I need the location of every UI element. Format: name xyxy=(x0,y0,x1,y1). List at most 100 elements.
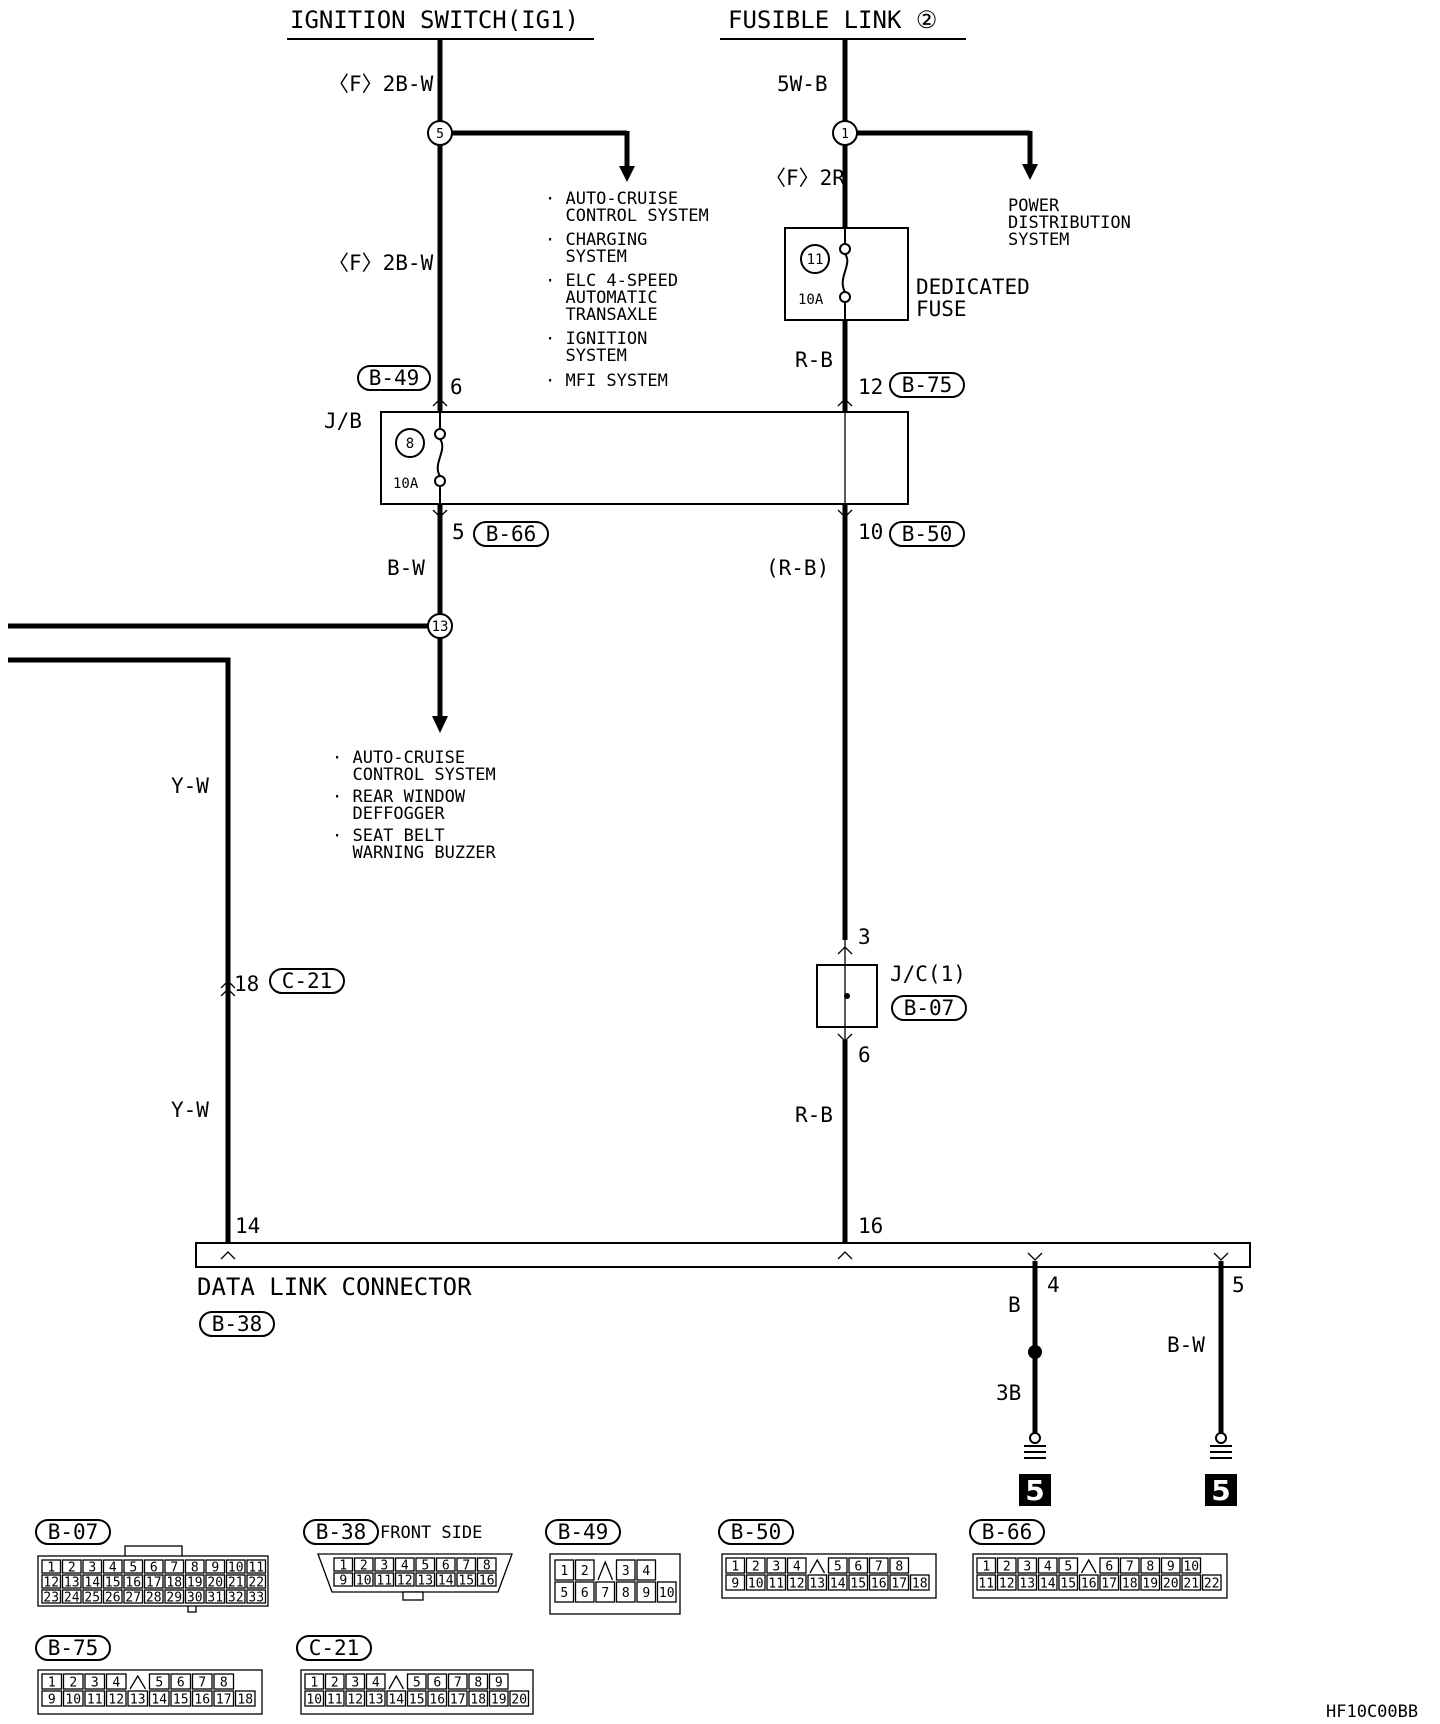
connector-pin-cell xyxy=(807,1574,828,1591)
connector-pin-number: 1 xyxy=(731,1560,739,1575)
pin-dlc-14: 14 xyxy=(235,1214,260,1238)
connector-pin-cell xyxy=(656,1581,677,1603)
connector-pin-number: 19 xyxy=(187,1576,203,1591)
connector-pin-number: 21 xyxy=(228,1576,244,1591)
connector-pin-number: 3 xyxy=(351,1676,359,1691)
connector-pin-cell xyxy=(123,1574,144,1589)
connector-pin-cell xyxy=(143,1589,164,1604)
connector-pin-number: 12 xyxy=(108,1693,124,1708)
pin-b75: 12 xyxy=(858,375,883,399)
connector-pin-cell xyxy=(61,1574,82,1589)
conn-ref-b49-frame xyxy=(357,365,431,391)
connector-pin-cell xyxy=(415,1572,436,1587)
ground-point-num: 5 xyxy=(1211,1474,1230,1507)
connector-b66-ref-frame xyxy=(969,1519,1045,1545)
connector-pin-number: 12 xyxy=(347,1693,363,1708)
connector-b38-key xyxy=(402,1591,424,1601)
connector-pin-number: 9 xyxy=(495,1676,503,1691)
diagram-code: HF10C00BB xyxy=(1326,1702,1418,1722)
connector-pin-number: 25 xyxy=(84,1591,100,1606)
connector-pin-cell xyxy=(123,1589,144,1604)
connector-pin-number: 16 xyxy=(479,1574,495,1589)
connector-pin-number: 20 xyxy=(1163,1577,1179,1592)
connector-pin-number: 1 xyxy=(339,1559,347,1574)
connector-pin-number: 8 xyxy=(895,1560,903,1575)
connector-pin-number: 22 xyxy=(248,1576,264,1591)
connector-pin-number: 14 xyxy=(151,1693,167,1708)
connector-pin-cell xyxy=(374,1557,395,1572)
connector-pin-number: 10 xyxy=(659,1586,675,1601)
connector-pin-number: 4 xyxy=(793,1560,801,1575)
connector-pin-cell xyxy=(127,1690,149,1707)
splice-13-num: 13 xyxy=(432,619,449,635)
connector-pin-cell xyxy=(164,1589,185,1604)
connector-pin-cell xyxy=(406,1690,427,1707)
pin-dlc-5: 5 xyxy=(1232,1273,1245,1297)
branch-ig-line: AUTOMATIC xyxy=(545,288,658,308)
connector-pin-number: 13 xyxy=(809,1577,825,1592)
pin-jc-out: 6 xyxy=(858,1043,871,1067)
connector-pin-cell xyxy=(225,1559,246,1574)
connector-pin-cell xyxy=(123,1559,144,1574)
connector-pin-number: 5 xyxy=(834,1560,842,1575)
connector-pin-cell xyxy=(615,1559,636,1581)
connector-pin-cell xyxy=(205,1559,226,1574)
splice-5 xyxy=(427,120,453,146)
connector-pin-cell xyxy=(105,1673,127,1690)
connector-pin-cell xyxy=(745,1574,766,1591)
conn-ref-b50: B-50 xyxy=(902,522,953,546)
ground-point-num: 5 xyxy=(1025,1474,1044,1507)
connector-pin-number: 6 xyxy=(433,1676,441,1691)
connector-pin-cell xyxy=(225,1574,246,1589)
conn-ref-c21-frame xyxy=(269,968,345,994)
connector-b49-ref-frame xyxy=(545,1519,621,1545)
branch-ig-line: CONTROL SYSTEM xyxy=(545,206,709,226)
branch-13-line: DEFFOGGER xyxy=(332,804,445,824)
connector-pin-number: 4 xyxy=(372,1676,380,1691)
ground-symbol-2 xyxy=(1210,1432,1232,1459)
wire-label-fl-top: 5W-B xyxy=(777,72,828,96)
connector-pin-cell xyxy=(976,1557,997,1574)
connector-pin-number: 9 xyxy=(731,1577,739,1592)
connector-pin-number: 16 xyxy=(125,1576,141,1591)
connector-pin-cell xyxy=(170,1690,192,1707)
connector-b07-ref: B-07 xyxy=(48,1520,99,1544)
conn-ref-b75: B-75 xyxy=(902,373,953,397)
connector-pin-number: 6 xyxy=(150,1561,158,1576)
connector-pin-number: 10 xyxy=(65,1693,81,1708)
connector-pin-cell xyxy=(333,1557,354,1572)
connector-pin-number: 3 xyxy=(380,1559,388,1574)
connector-pin-cell xyxy=(1058,1557,1079,1574)
connector-pin-cell xyxy=(234,1690,256,1707)
connector-pin-cell xyxy=(427,1690,448,1707)
connector-pin-cell xyxy=(213,1673,235,1690)
connector-pin-cell xyxy=(766,1574,787,1591)
fuse-11-num: 11 xyxy=(807,252,824,268)
wire-label-yw2: Y-W xyxy=(171,1098,209,1122)
connector-pin-number: 12 xyxy=(999,1577,1015,1592)
connector-pin-number: 7 xyxy=(198,1676,206,1691)
branch-ig-line: SYSTEM xyxy=(545,346,627,366)
connector-pin-number: 15 xyxy=(409,1693,425,1708)
connector-pin-cell xyxy=(41,1559,62,1574)
ground-splice-dot xyxy=(1028,1345,1042,1359)
connector-pin-number: 6 xyxy=(442,1559,450,1574)
connector-pin-number: 18 xyxy=(237,1693,253,1708)
conn-ref-b38: B-38 xyxy=(212,1312,263,1336)
connector-pin-cell xyxy=(1017,1557,1038,1574)
connector-pin-number: 11 xyxy=(248,1561,264,1576)
fuse-8-circle xyxy=(395,428,425,458)
connector-pin-cell xyxy=(225,1589,246,1604)
connector-pin-number: 13 xyxy=(417,1574,433,1589)
connector-pin-cell xyxy=(976,1574,997,1591)
branch-ig-line: · ELC 4-SPEED xyxy=(545,271,678,291)
connector-b75-ref-frame xyxy=(35,1635,111,1661)
connector-pin-number: 22 xyxy=(1204,1577,1220,1592)
connector-pin-cell xyxy=(62,1690,84,1707)
connector-pin-cell xyxy=(365,1690,386,1707)
connector-b50-ref: B-50 xyxy=(731,1520,782,1544)
